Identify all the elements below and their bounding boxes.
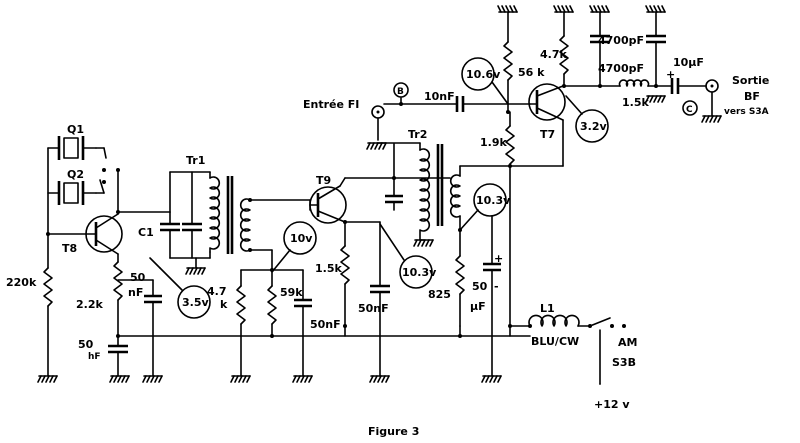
label-825: 825 xyxy=(428,288,451,301)
label-q2: Q2 xyxy=(67,168,84,181)
voltage-probe-3-2v xyxy=(565,95,609,143)
label-10nf: 10nF xyxy=(424,90,455,103)
label-4700pf-top: 4700pF xyxy=(598,34,644,47)
probe-10-3v-upper-text: 10.3v xyxy=(476,194,511,207)
voltage-probe-10-6v xyxy=(461,57,509,105)
component-labels: Q1 Q2 T8 C1 Tr1 220k 50 2.2k nF 50 hF 3.… xyxy=(6,34,769,438)
input-fi xyxy=(371,82,531,141)
inductor-l1 xyxy=(528,314,592,328)
label-59k: 59k xyxy=(280,286,303,299)
t7-collector-network xyxy=(559,11,707,94)
label-plus: + xyxy=(494,252,503,265)
label-1-5k-left: 1.5k xyxy=(315,262,342,275)
tr1-tank xyxy=(160,171,252,269)
label-nf: nF xyxy=(128,286,143,299)
label-10uf: 10µF xyxy=(673,56,704,69)
label-am: AM xyxy=(618,336,637,349)
label-minus: - xyxy=(494,280,499,293)
t9-base-wiring xyxy=(236,199,312,377)
crystal-q1 xyxy=(47,136,97,160)
label-vers-s3a: vers S3A xyxy=(724,107,769,117)
label-nf-lower: hF xyxy=(88,352,101,362)
label-t9: T9 xyxy=(316,174,331,187)
label-entree-fi: Entrée FI xyxy=(303,98,359,111)
label-50-cap: 50 xyxy=(472,280,488,293)
label-tr1: Tr1 xyxy=(186,154,205,167)
label-50-upper: 50 xyxy=(130,271,146,284)
label-uf: µF xyxy=(470,300,486,313)
transistor-t9 xyxy=(309,176,451,224)
probe-10v-text: 10v xyxy=(290,232,313,245)
label-4-7: 4.7 xyxy=(207,285,227,298)
label-bf: BF xyxy=(744,90,760,103)
resistor-825 xyxy=(455,229,465,327)
t9-emitter xyxy=(340,220,390,377)
label-4700pf-bottom: 4700pF xyxy=(598,62,644,75)
transistor-t7 xyxy=(509,83,566,167)
voltage-probe-10v xyxy=(271,221,317,273)
label-50nf-left: 50nF xyxy=(310,318,341,331)
voltage-probe-10-3v-upper xyxy=(459,183,507,231)
probe-10-3v-lower-text: 10.3v xyxy=(402,266,437,279)
label-t7: T7 xyxy=(540,128,555,141)
label-t8: T8 xyxy=(62,242,77,255)
label-c: C xyxy=(686,105,693,115)
label-q1: Q1 xyxy=(67,123,84,136)
tr2-transformer xyxy=(376,142,511,241)
capacitor-50nf-emitter xyxy=(108,335,128,377)
label-2-2k: 2.2k xyxy=(76,298,103,311)
crystal-switch xyxy=(47,147,120,235)
switch-s3b xyxy=(589,317,626,385)
label-50nf-right: 50nF xyxy=(358,302,389,315)
label-s3b: S3B xyxy=(612,356,636,369)
crystal-q2 xyxy=(47,181,97,205)
label-sortie: Sortie xyxy=(732,74,769,87)
label-k: k xyxy=(220,298,228,311)
figure-caption: Figure 3 xyxy=(368,425,419,438)
capacitor-50nf-t8 xyxy=(117,279,162,377)
label-56k: 56 k xyxy=(518,66,545,79)
transistor-t8 xyxy=(46,213,123,255)
label-c1: C1 xyxy=(138,226,154,239)
label-12v: +12 v xyxy=(594,398,630,411)
probe-10-6v-text: 10.6v xyxy=(466,68,501,81)
label-l1: L1 xyxy=(540,302,555,315)
resistor-2-2k xyxy=(113,261,123,338)
voltage-probe-3-5v xyxy=(149,257,211,319)
label-1-9k: 1.9k xyxy=(480,136,507,149)
label-220k: 220k xyxy=(6,276,37,289)
output-bf xyxy=(682,79,719,117)
label-1-5k-right: 1.5k xyxy=(622,96,649,109)
label-plus-out: + xyxy=(666,68,675,81)
label-blu-cw: BLU/CW xyxy=(531,335,579,348)
label-tr2: Tr2 xyxy=(408,128,427,141)
label-50-lower: 50 xyxy=(78,338,94,351)
supply-rail xyxy=(117,324,532,338)
resistor-220k xyxy=(43,233,53,377)
probe-3-5v-text: 3.5v xyxy=(182,296,209,309)
probe-3-2v-text: 3.2v xyxy=(580,120,607,133)
label-b: B xyxy=(397,87,404,97)
label-4-7k: 4.7k xyxy=(540,48,567,61)
voltage-probe-10-3v-lower xyxy=(379,223,433,289)
capacitor-50uf xyxy=(483,215,501,377)
bias-network-t7 xyxy=(503,11,515,327)
t8-wiring xyxy=(116,210,171,263)
